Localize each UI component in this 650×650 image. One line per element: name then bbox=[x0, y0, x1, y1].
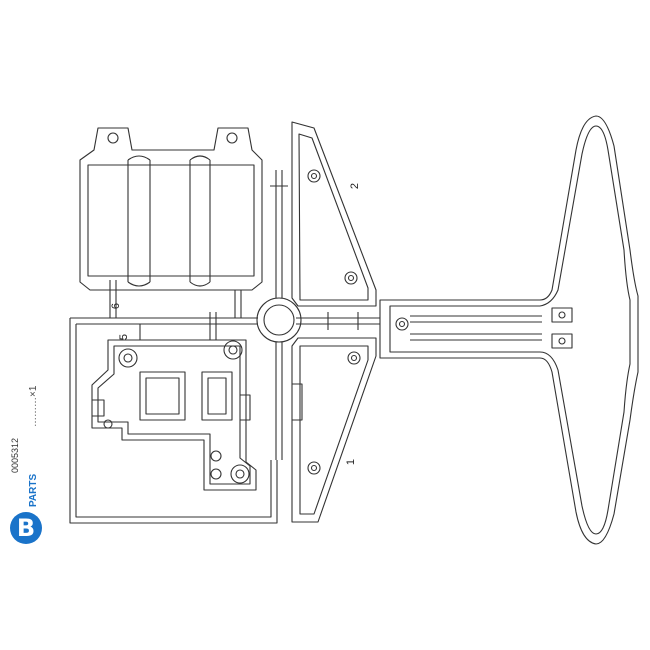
sprue-letter-badge: B bbox=[10, 512, 42, 544]
part-2-side-panel bbox=[291, 121, 377, 307]
part-5-chassis-plate bbox=[91, 339, 257, 491]
part-number-6: 6 bbox=[110, 302, 123, 310]
part-number-2: 2 bbox=[349, 182, 362, 190]
sprue-parts-word: PARTS bbox=[28, 473, 39, 507]
sprue-frame bbox=[69, 170, 380, 524]
part-number-5: 5 bbox=[118, 333, 131, 341]
part-1-side-panel bbox=[291, 337, 377, 523]
part-number-1: 1 bbox=[345, 458, 358, 466]
sprue-hub bbox=[256, 297, 302, 343]
part-6-hood bbox=[79, 127, 263, 291]
sprue-quantity: ………×1 bbox=[28, 385, 39, 427]
t-wing-part bbox=[379, 115, 639, 545]
sprue-code: 0005312 bbox=[10, 437, 20, 473]
